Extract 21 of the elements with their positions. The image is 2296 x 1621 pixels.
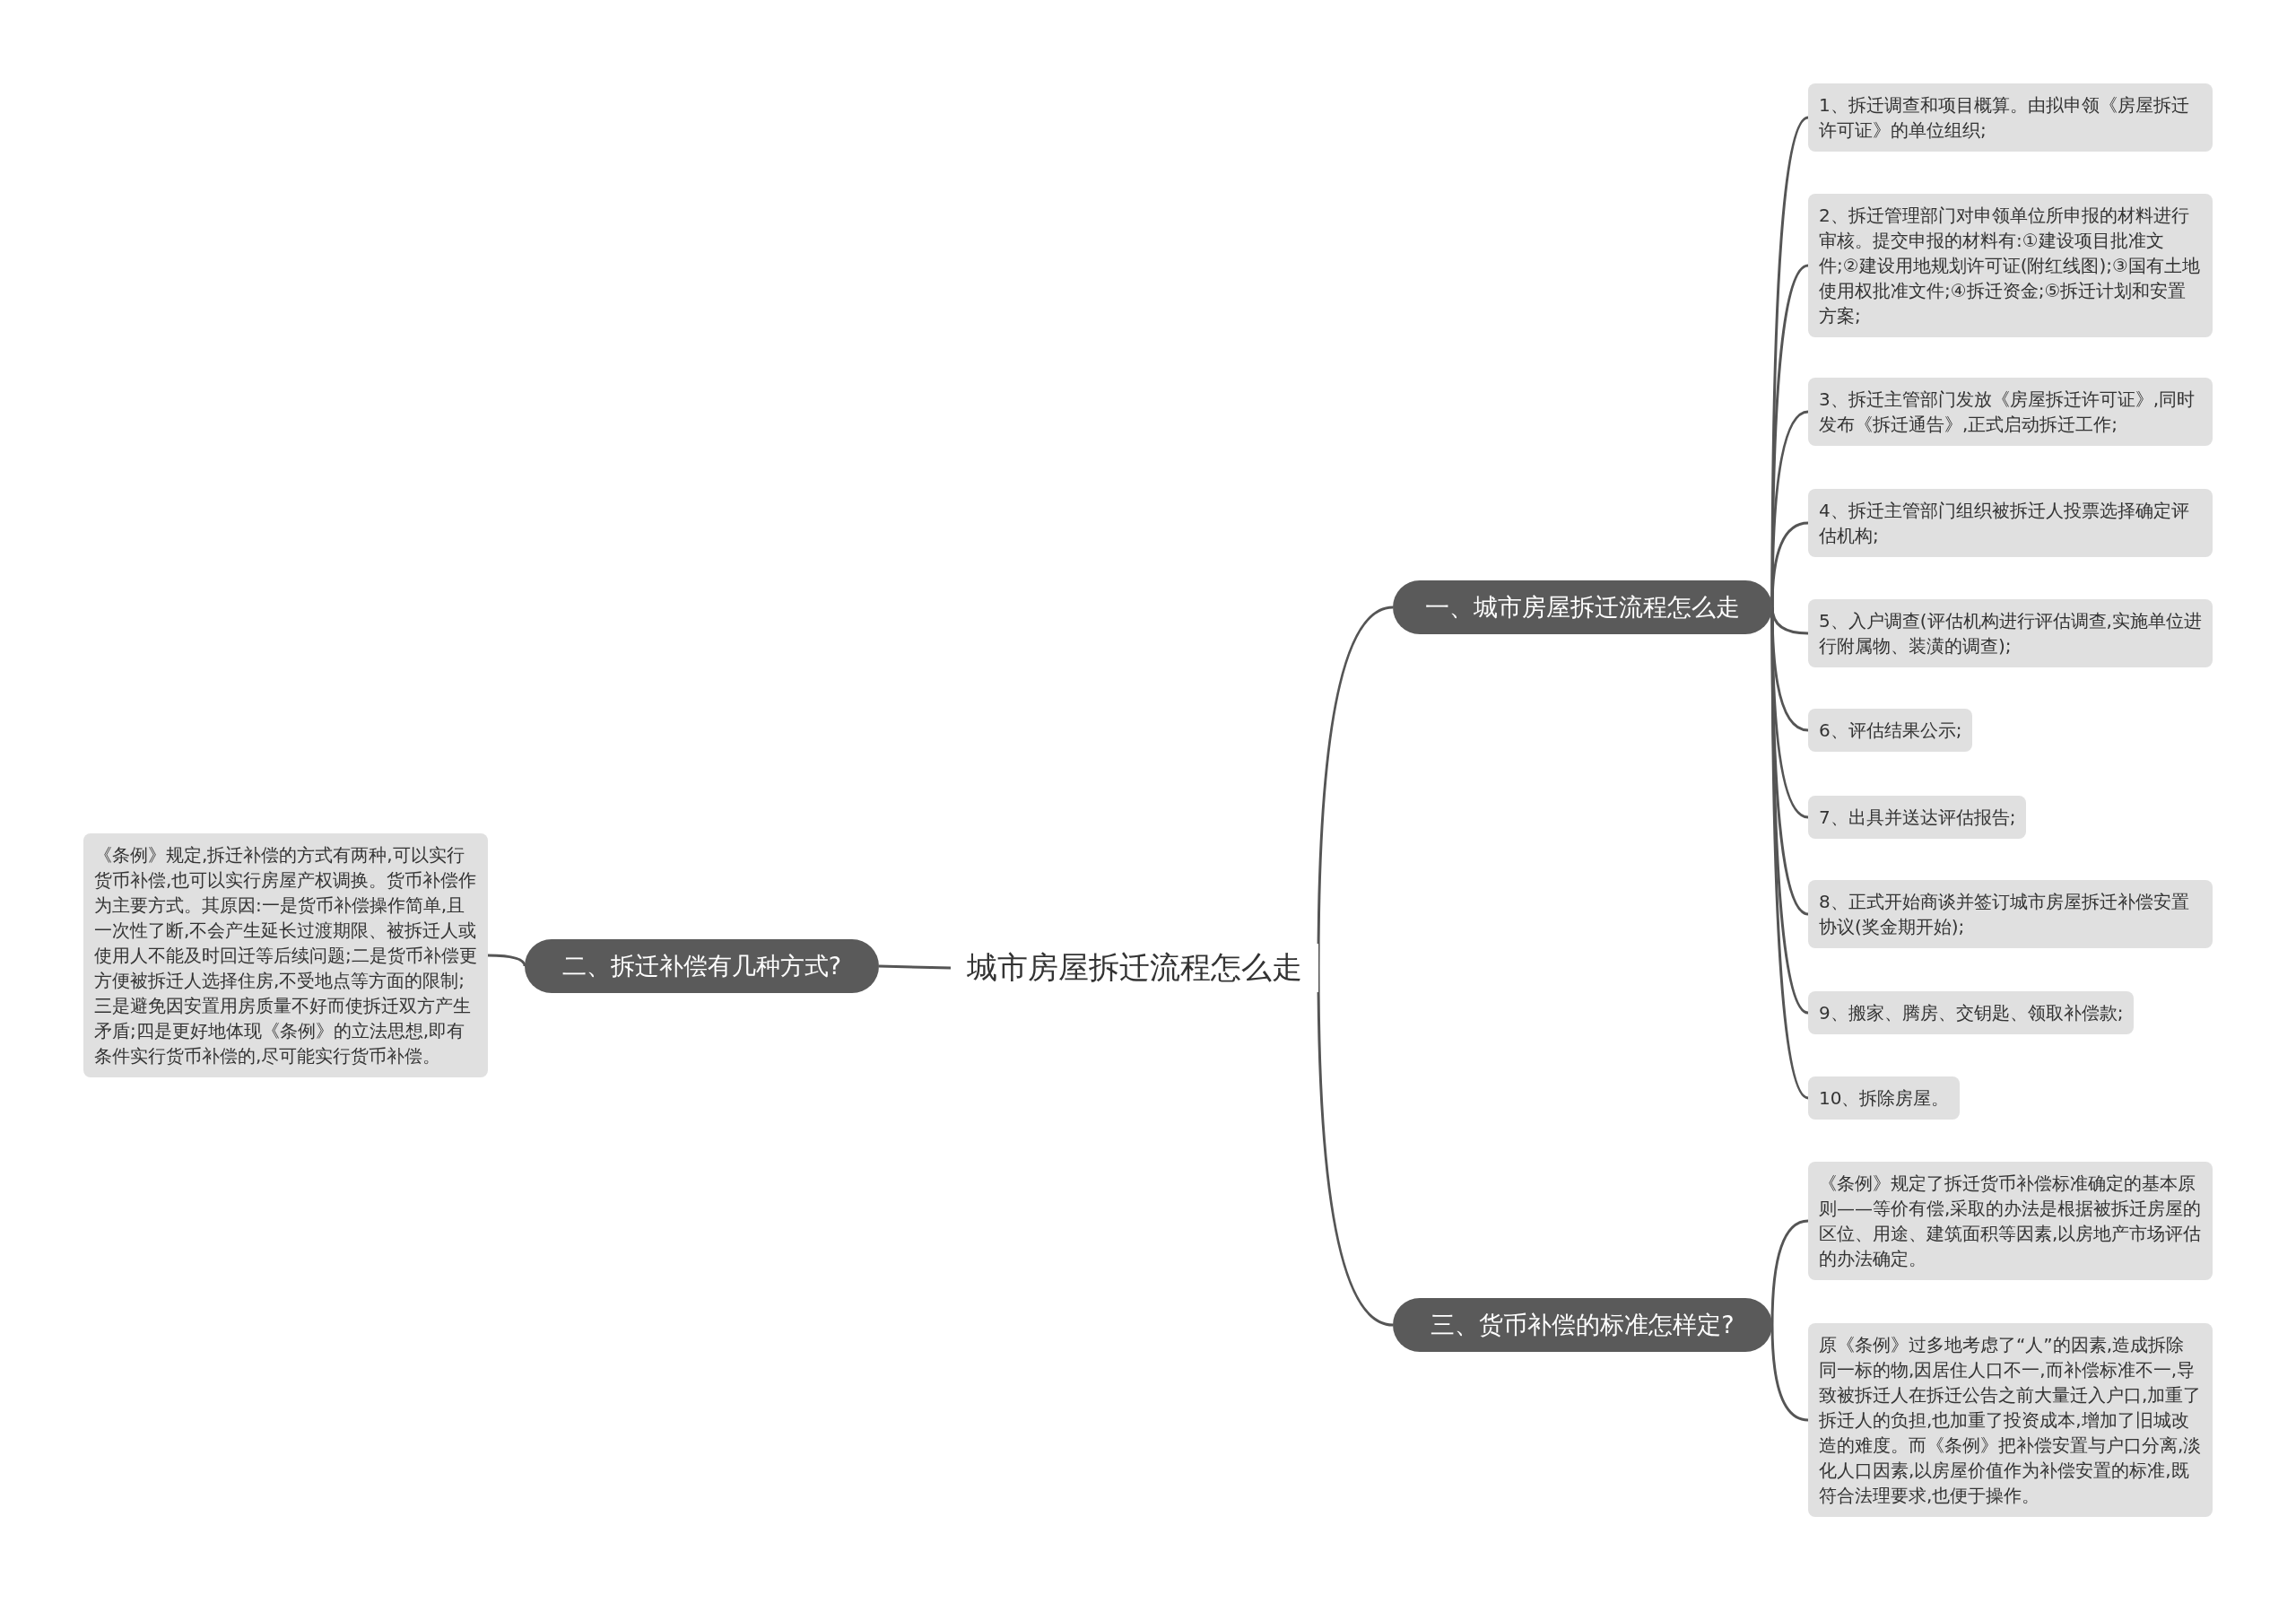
text-box: 1、拆迁调查和项目概算。由拟申领《房屋拆迁许可证》的单位组织;: [1808, 83, 2213, 152]
text-box: 2、拆迁管理部门对申领单位所申报的材料进行审核。提交申报的材料有:①建设项目批准文件;②建设用地规划许可证(附红线图);③国有土地使用权批准文件;④拆迁资金;⑤拆迁计划和安置方案;: [1808, 194, 2213, 337]
text-box: 9、搬家、腾房、交钥匙、领取补偿款;: [1808, 991, 2135, 1034]
text-box: 5、入户调查(评估机构进行评估调查,实施单位进行附属物、装潢的调查);: [1808, 599, 2213, 667]
branch-pill: 二、拆迁补偿有几种方式?: [525, 939, 879, 993]
text-box: 8、正式开始商谈并签订城市房屋拆迁补偿安置协议(奖金期开始);: [1808, 880, 2213, 948]
connector-line: [487, 954, 526, 967]
text-box: 7、出具并送达评估报告;: [1808, 796, 2027, 839]
text-box: 原《条例》过多地考虑了“人”的因素,造成拆除同一标的物,因居住人口不一,而补偿标准不一,导致被拆迁人在拆迁公告之前大量迁入户口,加重了拆迁人的负担,也加重了投资成本,增加了旧城改造的难度。而《条例》把补偿安置与户口分离,淡化人口因素,以房屋价值作为补偿安置的标准,既符合法理要求,也便于操作。: [1808, 1323, 2213, 1517]
branch-pill: 一、城市房屋拆迁流程怎么走: [1393, 580, 1772, 634]
text-box: 4、拆迁主管部门组织被拆迁人投票选择确定评估机构;: [1808, 489, 2213, 557]
connector-line: [878, 964, 952, 970]
branch-pill: 三、货币补偿的标准怎样定?: [1393, 1298, 1772, 1352]
text-box: 《条例》规定,拆迁补偿的方式有两种,可以实行货币补偿,也可以实行房屋产权调换。货币补偿作为主要方式。其原因:一是货币补偿操作简单,且一次性了断,不会产生延长过渡期限、被拆迁人或使用人不能及时回迁等后续问题;二是货币补偿更方便被拆迁人选择住房,不受地点等方面的限制;三是避免因安置用房质量不好而使拆迁双方产生矛盾;四是更好地体现《条例》的立法思想,即有条件实行货币补偿的,尽可能实行货币补偿。: [83, 833, 488, 1077]
connector-line: [1770, 1324, 1809, 1422]
text-box: 10、拆除房屋。: [1808, 1076, 1961, 1120]
text-box: 3、拆迁主管部门发放《房屋拆迁许可证》,同时发布《拆迁通告》,正式启动拆迁工作;: [1808, 378, 2213, 446]
connector-line: [1770, 521, 1809, 608]
connector-line: [1770, 1219, 1809, 1326]
text-box: 《条例》规定了拆迁货币补偿标准确定的基本原则——等价有偿,采取的办法是根据被拆迁房屋的区位、用途、建筑面积等因素,以房地产市场评估的办法确定。: [1808, 1162, 2213, 1280]
text-box: 6、评估结果公示;: [1808, 709, 1973, 752]
